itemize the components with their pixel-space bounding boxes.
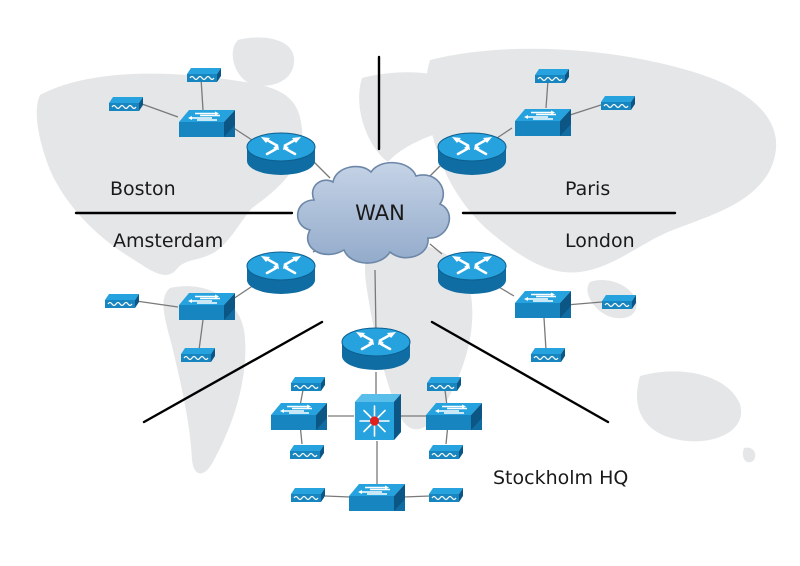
switch-icon [178,109,236,138]
switch-icon [514,108,572,137]
site-label-stockholm: Stockholm HQ [493,467,629,489]
site-label-paris: Paris [565,178,611,200]
site-label-boston: Boston [110,178,176,200]
hub-icon [186,67,222,83]
router-icon [341,326,411,372]
switch-icon [348,483,406,512]
router-icon [437,250,507,296]
site-label-london: London [565,230,635,252]
hub-icon [108,96,144,112]
hub-icon [426,376,462,392]
core-switch-icon [354,393,402,441]
router-icon [437,131,507,177]
world-map-background [36,37,777,474]
hub-icon [180,347,216,363]
router-icon [246,131,316,177]
hub-icon [290,487,326,503]
hub-icon [290,376,326,392]
hub-icon [428,444,464,460]
hub-icon [428,487,464,503]
site-label-amsterdam: Amsterdam [113,230,224,252]
wan-label: WAN [355,201,405,225]
switch-icon [514,290,572,319]
switch-icon [270,402,328,431]
hub-icon [289,444,325,460]
hub-icon [534,68,570,84]
site-divider-lines [74,55,677,424]
hub-icon [601,294,637,310]
hub-icon [600,95,636,111]
hub-icon [104,293,140,309]
hub-icon [530,347,566,363]
switch-icon [178,292,236,321]
switch-icon [425,402,483,431]
router-icon [246,250,316,296]
network-links [135,77,605,498]
wan-cloud [296,161,451,264]
